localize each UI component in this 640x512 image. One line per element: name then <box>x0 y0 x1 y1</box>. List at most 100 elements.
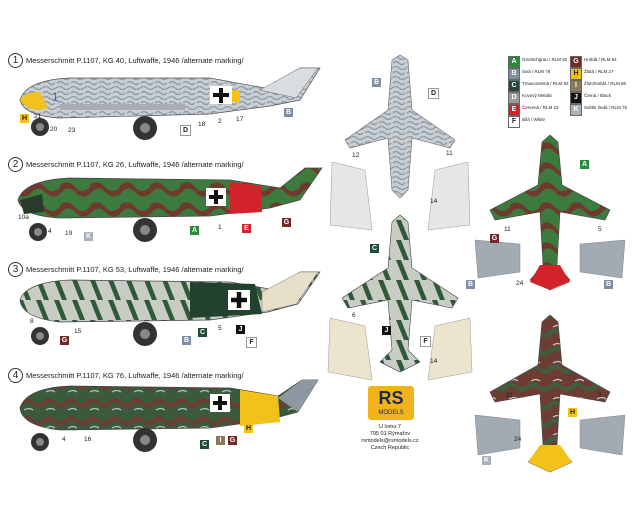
callout-number: 8 <box>30 318 34 325</box>
callout-color-tag: C <box>198 328 207 337</box>
callout-color-tag: B <box>466 280 475 289</box>
callout-color-tag: B <box>182 336 191 345</box>
callout-number: 17 <box>236 116 244 123</box>
profile-2-title: Messerschmitt P.1107, KG 26, Luftwaffe, … <box>26 160 244 169</box>
profile-1-side-view: 1 <box>19 67 321 140</box>
callout-color-tag: B <box>604 280 613 289</box>
legend-swatch-g: G <box>570 56 582 68</box>
legend-swatch-i: I <box>570 80 582 92</box>
callout-number: 4 <box>62 436 66 443</box>
callout-number: 5 <box>598 392 602 399</box>
callout-number: 12 <box>352 152 360 159</box>
callout-number: 16 <box>84 436 92 443</box>
callout-number: 18 <box>198 121 206 128</box>
callout-color-tag: D <box>180 125 191 136</box>
callout-number: 5 <box>218 325 222 332</box>
callout-color-tag: J <box>236 325 245 334</box>
address-line: Czech Republic <box>370 445 410 451</box>
logo-letters: RS <box>378 388 404 408</box>
callout-color-tag: G <box>60 336 69 345</box>
legend-label-b: Sivá / RLM 76 <box>522 69 551 74</box>
legend-label-i: Žlutohnědá / RLM 86 <box>584 81 627 86</box>
legend-label-f: Bílá / White <box>522 117 546 122</box>
legend-swatch-e: E <box>508 104 520 116</box>
legend-label-c: Tmavozelená / RLM 83 <box>522 81 569 86</box>
callout-color-tag: F <box>420 336 431 347</box>
callout-color-tag: G <box>490 234 499 243</box>
callout-number: 11 <box>446 150 453 157</box>
profile-1-number: 1 <box>8 53 23 68</box>
callout-color-tag: H <box>244 424 253 433</box>
profile-4-title: Messerschmitt P.1107, KG 76, Luftwaffe, … <box>26 371 244 380</box>
callout-color-tag: J <box>382 326 391 335</box>
callout-number: 24 <box>516 280 524 287</box>
callout-number: 24 <box>514 436 522 443</box>
legend-label-e: Červená / RLM 23 <box>522 105 559 110</box>
legend-swatch-h: H <box>570 68 582 80</box>
callout-color-tag: H <box>568 408 577 417</box>
top-view-3 <box>327 214 473 381</box>
callout-color-tag: C <box>370 244 379 253</box>
callout-number: 21 <box>34 113 42 120</box>
profile-3-number: 3 <box>8 262 23 277</box>
profile-2-side-view <box>17 167 323 242</box>
callout-color-tag: A <box>190 226 199 235</box>
callout-number: 2 <box>218 118 222 125</box>
callout-number: 5 <box>598 226 602 233</box>
callout-number: 10a <box>18 214 29 221</box>
legend-swatch-k: K <box>570 104 582 116</box>
profile-3-side-view <box>19 271 321 346</box>
callout-color-tag: F <box>246 337 257 348</box>
callout-color-tag: I <box>216 436 225 445</box>
profile-2-number: 2 <box>8 157 23 172</box>
callout-number: 9 <box>44 436 48 443</box>
callout-number: 23 <box>68 127 76 134</box>
address-line: U lomu 7 <box>378 424 401 430</box>
callout-number: 14 <box>430 198 438 205</box>
legend-swatch-d: D <box>508 92 520 104</box>
profile-1-title: Messerschmitt P.1107, KG 40, Luftwaffe, … <box>26 56 244 65</box>
callout-color-tag: C <box>200 440 209 449</box>
callout-number: 14 <box>430 358 438 365</box>
address-line: rsmodels@rsmodels.cz <box>361 438 419 444</box>
logo-subtitle: MODELS <box>378 410 404 416</box>
legend-label-j: Černá / Black <box>584 93 612 98</box>
legend-swatch-a: A <box>508 56 520 68</box>
callout-number: 1 <box>218 224 222 231</box>
callout-color-tag: E <box>242 224 251 233</box>
legend-label-d: Kovový Metalic <box>522 93 553 98</box>
callout-number: 4 <box>48 228 52 235</box>
legend-swatch-f: F <box>508 116 520 128</box>
address-line: 795 01 Rýmařov <box>369 431 411 437</box>
callout-color-tag: G <box>282 218 291 227</box>
top-view-1 <box>329 54 471 231</box>
callout-number: 6 <box>352 312 356 319</box>
top-view-2 <box>474 134 626 291</box>
legend-swatch-j: J <box>570 92 582 104</box>
callout-color-tag: K <box>84 232 93 241</box>
callout-color-tag: K <box>482 456 491 465</box>
callout-color-tag: B <box>372 78 381 87</box>
profile-3-title: Messerschmitt P.1107, KG 53, Luftwaffe, … <box>26 265 244 274</box>
legend-label-k: Světle šedá / RLM 76 <box>584 105 628 110</box>
callout-color-tag: D <box>428 88 439 99</box>
legend-swatch-c: C <box>508 80 520 92</box>
company-address: U lomu 7 795 01 Rýmařov rsmodels@rsmodel… <box>340 424 440 452</box>
rs-models-logo: RS MODELS <box>368 386 414 420</box>
callout-number: 19 <box>65 230 73 237</box>
callout-color-tag: A <box>580 160 589 169</box>
profile-4-side-view <box>19 379 319 452</box>
legend-label-h: Žlutá / RLM 27 <box>584 69 614 74</box>
callout-number: 11 <box>506 392 513 399</box>
callout-color-tag: B <box>284 108 293 117</box>
legend-label-g: Hnědá / RLM 81 <box>584 57 617 62</box>
svg-text:1: 1 <box>52 90 59 104</box>
legend-swatch-b: B <box>508 68 520 80</box>
callout-color-tag: H <box>20 114 29 123</box>
callout-number: 11 <box>504 226 511 233</box>
callout-number: 20 <box>50 126 58 133</box>
profile-4-number: 4 <box>8 368 23 383</box>
top-view-4 <box>474 314 626 473</box>
legend-label-a: Grünlichgrau / RLM 82 <box>522 57 568 62</box>
